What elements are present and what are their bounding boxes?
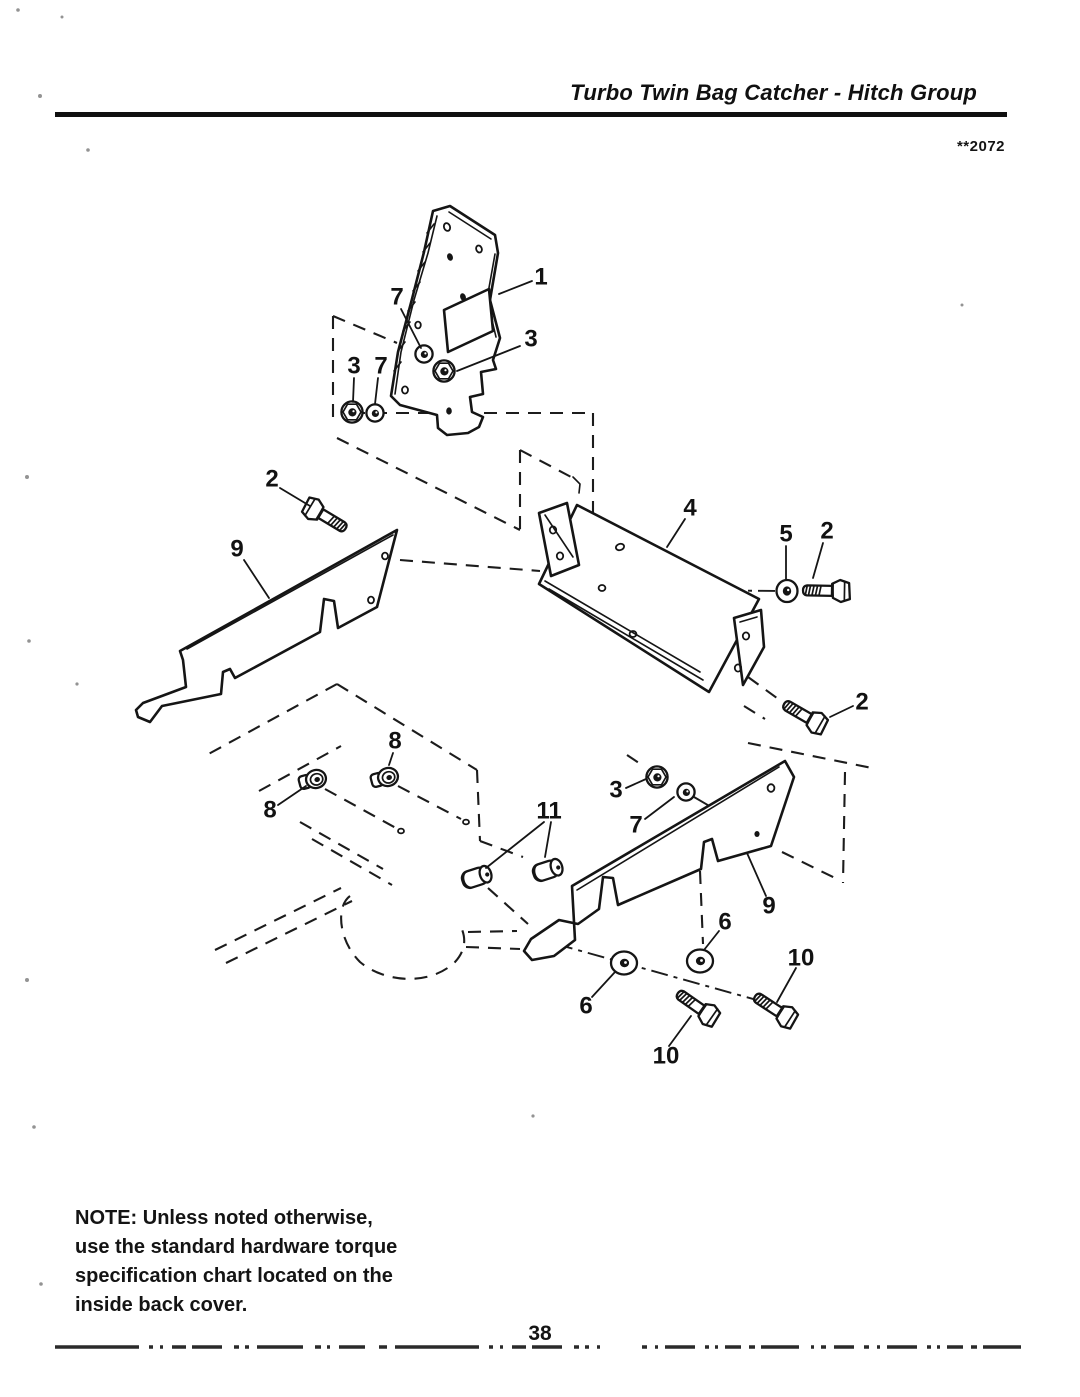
page-title: Turbo Twin Bag Catcher - Hitch Group xyxy=(570,80,977,105)
callout-leader xyxy=(544,821,552,858)
callout-label-3: 3 xyxy=(609,777,622,804)
spacer-11b xyxy=(529,856,566,884)
washer-7c xyxy=(676,782,696,802)
callout-label-8: 8 xyxy=(263,797,276,824)
assembly-construction-lines xyxy=(331,315,873,1010)
callout-leader xyxy=(388,752,394,766)
callout-label-2: 2 xyxy=(820,518,833,545)
bolt-2a xyxy=(298,493,353,540)
callout-label-8: 8 xyxy=(388,728,401,755)
callout-label-6: 6 xyxy=(579,993,592,1020)
spacer-8b xyxy=(368,764,402,792)
callout-leader xyxy=(374,377,379,405)
callout-leader xyxy=(812,542,824,579)
nut-3b xyxy=(340,400,364,424)
nut-3c xyxy=(645,765,669,789)
note-line-2: use the standard hardware torque xyxy=(75,1236,398,1258)
callout-label-11: 11 xyxy=(536,798,561,825)
callout-label-10: 10 xyxy=(653,1043,680,1070)
callout-leader xyxy=(243,559,270,599)
callout-label-6: 6 xyxy=(718,909,731,936)
callout-leader xyxy=(591,971,616,998)
callout-leader xyxy=(400,308,422,349)
callout-leader xyxy=(277,785,307,806)
callout-leader xyxy=(456,345,521,372)
washer-6a xyxy=(609,950,639,976)
callout-leader xyxy=(829,705,854,718)
callout-leader xyxy=(668,1015,692,1047)
callout-label-9: 9 xyxy=(230,536,243,563)
torque-note: NOTE: Unless noted otherwise, use the st… xyxy=(75,1204,397,1320)
callout-label-7: 7 xyxy=(374,353,387,380)
callout-leader xyxy=(625,778,647,789)
callout-leader xyxy=(703,930,720,951)
callout-leader xyxy=(746,852,767,897)
callout-label-3: 3 xyxy=(347,353,360,380)
hitch-bracket-part-1 xyxy=(389,204,502,437)
callout-leader-lines xyxy=(243,280,854,1047)
bolt-10b xyxy=(747,985,802,1033)
phantom-frame-outline xyxy=(202,683,524,980)
washer-6b xyxy=(685,948,715,974)
spacer-11a xyxy=(458,863,495,891)
washer-5 xyxy=(775,578,799,604)
callout-leader xyxy=(279,487,311,507)
callout-label-10: 10 xyxy=(788,945,815,972)
callout-leader xyxy=(666,518,686,548)
callout-label-2: 2 xyxy=(855,689,868,716)
channel-bracket-part-4 xyxy=(537,501,766,694)
washer-7b xyxy=(365,403,385,423)
scan-noise-dots xyxy=(16,8,964,1286)
callout-leader xyxy=(485,821,545,869)
bolt-2b xyxy=(801,578,852,604)
callout-label-9: 9 xyxy=(762,893,775,920)
bolt-2c xyxy=(777,693,832,739)
callout-label-1: 1 xyxy=(534,264,547,291)
note-line-3: specification chart located on the xyxy=(75,1265,393,1287)
nut-3a xyxy=(432,359,456,383)
note-line-1: NOTE: Unless noted otherwise, xyxy=(75,1207,373,1229)
callout-leader xyxy=(644,796,675,820)
callout-label-3: 3 xyxy=(524,326,537,353)
callout-label-7: 7 xyxy=(629,812,642,839)
note-line-4: inside back cover. xyxy=(75,1294,248,1316)
callout-leader xyxy=(776,967,797,1003)
side-plate-part-9-upper xyxy=(134,528,399,724)
callout-label-2: 2 xyxy=(265,466,278,493)
callout-label-5: 5 xyxy=(779,521,792,548)
callout-label-7: 7 xyxy=(390,284,403,311)
side-plate-part-9-lower xyxy=(522,759,796,962)
callout-leader xyxy=(352,377,355,403)
header-rule xyxy=(55,112,1007,117)
callout-leader xyxy=(498,280,533,295)
callout-label-4: 4 xyxy=(683,495,697,522)
bolt-10a xyxy=(670,983,724,1031)
page-number: 38 xyxy=(528,1322,552,1345)
doc-code: **2072 xyxy=(956,138,1005,155)
washer-7a xyxy=(414,344,434,364)
